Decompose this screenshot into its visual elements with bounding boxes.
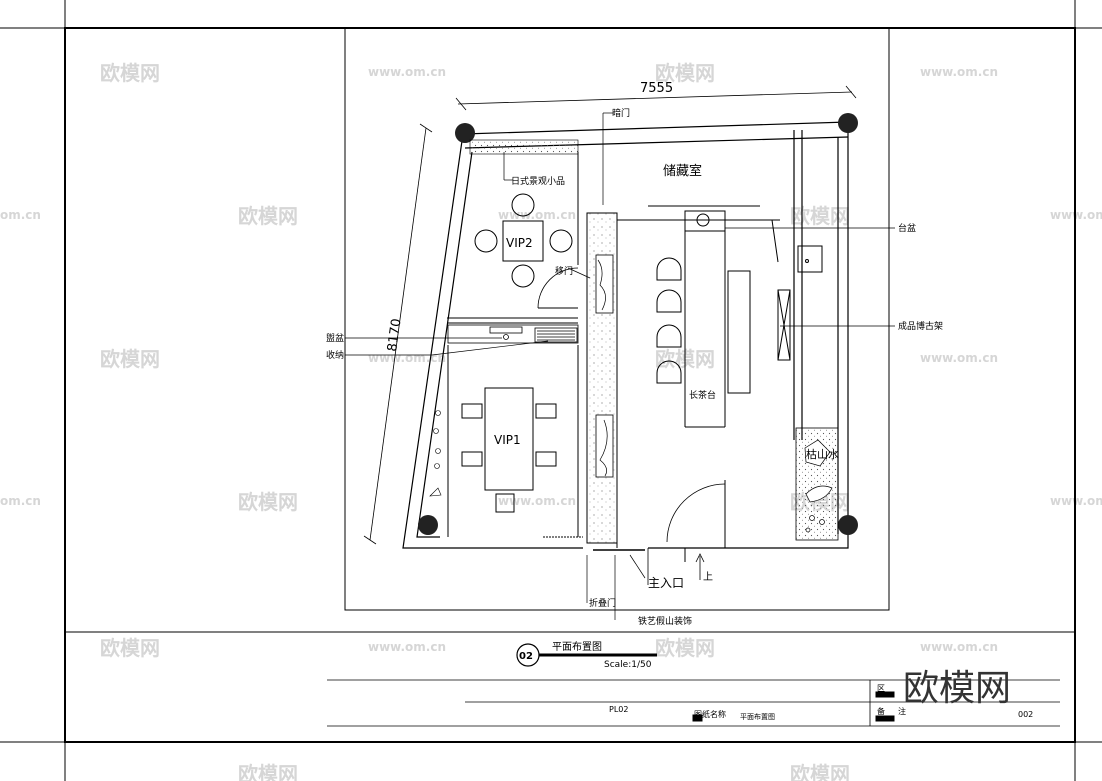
drawing-number: PL02 (609, 705, 628, 714)
watermark-url: www.om.cn (368, 65, 446, 79)
drawing-name-label: 图纸名称 (694, 709, 726, 719)
remark-label-2: 注 (898, 706, 906, 716)
annotation-leaders (345, 112, 895, 620)
watermark: 欧模网 (238, 490, 298, 514)
structural-columns (418, 113, 858, 535)
watermark: 欧模网 (790, 204, 850, 228)
label-up: 上 (703, 571, 713, 583)
vip1-wall-decor (429, 410, 442, 497)
drawing-name-value: 平面布置图 (740, 712, 775, 721)
watermark-url: www.om.cn (920, 640, 998, 654)
label-dark-door: 暗门 (612, 107, 630, 119)
area-label: 区 (877, 684, 885, 693)
label-folding-door: 折叠门 (589, 597, 616, 609)
title-scale: Scale:1/50 (604, 660, 652, 670)
dry-landscape-elements (804, 439, 833, 533)
dry-landscape-garden (795, 427, 839, 541)
watermark-url: www.om.cn (498, 494, 576, 508)
label-washbasin: 盥盆 (326, 332, 344, 344)
remark-label: 备 (877, 706, 885, 716)
label-dry-landscape: 枯山水 (806, 447, 839, 461)
exterior-walls (402, 121, 849, 549)
sheet-number: 002 (1018, 710, 1033, 719)
title-block (327, 643, 1060, 727)
label-storage-cabinet: 收纳 (326, 349, 344, 361)
room-label-vip1: VIP1 (494, 433, 521, 447)
watermark: 欧模网 (238, 204, 298, 228)
iron-rockery-decor (595, 414, 614, 478)
watermark-url: om.cn (0, 494, 41, 508)
tea-room (616, 205, 823, 562)
sink-storage-unit (447, 324, 579, 344)
label-japanese-landscape: 日式景观小品 (511, 175, 565, 187)
watermark: 欧模网 (100, 347, 160, 371)
watermark: 欧模网 (790, 762, 850, 781)
vip2-room (447, 152, 579, 324)
label-main-entrance: 主入口 (648, 576, 684, 590)
watermark-url: www.om.cn (498, 208, 576, 222)
title-text: 平面布置图 (552, 641, 602, 653)
dimension-height: 8170 (385, 318, 404, 353)
label-sink: 台盆 (898, 222, 916, 234)
room-label-storage: 储藏室 (663, 163, 702, 179)
vip1-room (447, 345, 583, 538)
watermark: 欧模网 (100, 61, 160, 85)
entrance-marks (593, 548, 705, 585)
title-number: 02 (519, 651, 533, 662)
dimension-width: 7555 (640, 81, 673, 96)
iron-rockery-decor (595, 254, 614, 314)
label-product-shelf: 成品博古架 (898, 320, 943, 332)
room-label-vip2: VIP2 (506, 236, 533, 250)
watermark-url: www.om.cn (920, 351, 998, 365)
watermark-url: om.cn (0, 208, 41, 222)
watermark: 欧模网 (655, 61, 715, 85)
watermark: 欧模网 (100, 636, 160, 660)
watermark: 欧模网 (655, 636, 715, 660)
japanese-landscape-strip (469, 139, 579, 155)
watermark-url: www.om.cn (368, 640, 446, 654)
watermark-url: www.om.cn (920, 65, 998, 79)
label-sliding-door: 移门 (555, 265, 573, 277)
room-label-long-tea-table: 长茶台 (689, 389, 716, 401)
brand-logo: 欧模网 (903, 668, 1011, 709)
watermark-url: www.om.cn (368, 351, 446, 365)
label-iron-rockery: 铁艺假山装饰 (638, 615, 692, 627)
watermark: 欧模网 (238, 762, 298, 781)
dimension-lines (363, 85, 857, 545)
